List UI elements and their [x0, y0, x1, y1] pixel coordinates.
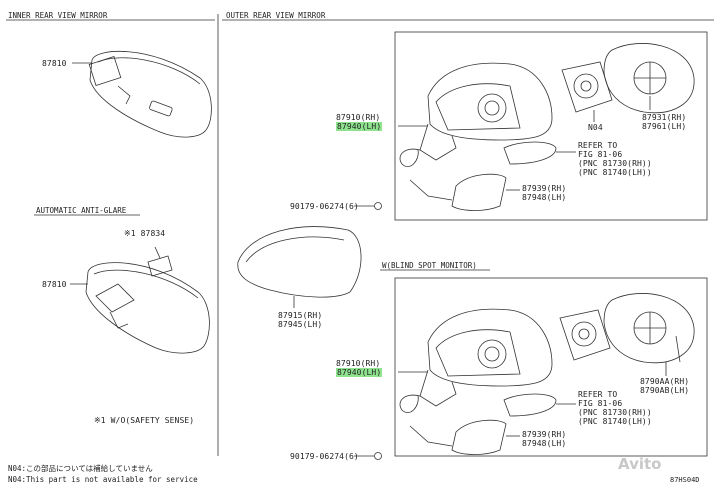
part-87810-bottom[interactable]: 87810: [42, 280, 67, 289]
inner-mirror-bottom-icon: [85, 255, 210, 354]
mirror-glass-top-icon: [603, 43, 695, 114]
part-87945-lh[interactable]: 87945(LH): [278, 320, 323, 329]
part-87834[interactable]: ※1 87834: [124, 229, 166, 238]
part-87810-top[interactable]: 87810: [42, 59, 67, 68]
mirror-cap-icon: [237, 226, 362, 298]
part-90179-bottom[interactable]: 90179-06274(6): [290, 452, 359, 461]
part-8790ab-lh[interactable]: 8790AB(LH): [640, 386, 690, 395]
avito-watermark: Avito: [618, 455, 662, 473]
under-cover-top-icon: [451, 173, 507, 211]
anti-glare-section-title: AUTOMATIC ANTI-GLARE: [36, 206, 127, 215]
outer-frame-bottom: [394, 277, 708, 457]
blind-spot-section-title: W(BLIND SPOT MONITOR): [382, 261, 477, 270]
outer-frame-top: [394, 31, 708, 221]
part-8790aa-rh[interactable]: 8790AA(RH): [640, 377, 690, 386]
footnote-english: N04:This part is not available for servi…: [8, 475, 198, 484]
refer-to-fig-bottom[interactable]: REFER TO FIG 81-06 (PNC 81730(RH)) (PNC …: [578, 390, 652, 426]
part-87931-rh[interactable]: 87931(RH): [642, 113, 687, 122]
outer-mirror-assembly-bottom-icon: [399, 308, 553, 447]
mirror-glass-bottom-icon: [603, 293, 695, 364]
safety-sense-note: ※1 W/O(SAFETY SENSE): [94, 416, 195, 425]
actuator-top-icon: [561, 61, 613, 113]
inner-mirror-top-icon: [88, 50, 212, 138]
part-87940-lh-top[interactable]: 87940(LH): [336, 122, 383, 131]
actuator-bottom-icon: [559, 309, 611, 361]
part-87915-rh[interactable]: 87915(RH): [278, 311, 323, 320]
part-n04-top: N04: [588, 123, 603, 132]
inner-mirror-section-title: INNER REAR VIEW MIRROR: [8, 11, 108, 20]
part-87948-lh-top[interactable]: 87948(LH): [522, 193, 567, 202]
screw-top-icon: [374, 202, 382, 210]
part-87940-lh-bottom[interactable]: 87940(LH): [336, 368, 383, 377]
part-87961-lh[interactable]: 87961(LH): [642, 122, 687, 131]
part-87910-rh-bottom[interactable]: 87910(RH): [336, 359, 381, 368]
part-90179-top[interactable]: 90179-06274(6): [290, 202, 359, 211]
part-87939-rh-bottom[interactable]: 87939(RH): [522, 430, 567, 439]
part-87948-lh-bottom[interactable]: 87948(LH): [522, 439, 567, 448]
screw-bottom-icon: [374, 452, 382, 460]
outer-mirror-section-title: OUTER REAR VIEW MIRROR: [226, 11, 326, 20]
under-cover-bottom-icon: [451, 419, 507, 455]
part-87939-rh-top[interactable]: 87939(RH): [522, 184, 567, 193]
refer-to-fig-top[interactable]: REFER TO FIG 81-06 (PNC 81730(RH)) (PNC …: [578, 141, 652, 177]
turn-signal-top-icon: [503, 141, 557, 165]
part-87910-rh-top[interactable]: 87910(RH): [336, 113, 381, 122]
footnote-japanese: N04:この部品については補給していません: [8, 464, 153, 473]
figure-code: 87HS04D: [670, 476, 700, 484]
turn-signal-bottom-icon: [503, 393, 557, 417]
outer-mirror-assembly-top-icon: [399, 62, 553, 201]
